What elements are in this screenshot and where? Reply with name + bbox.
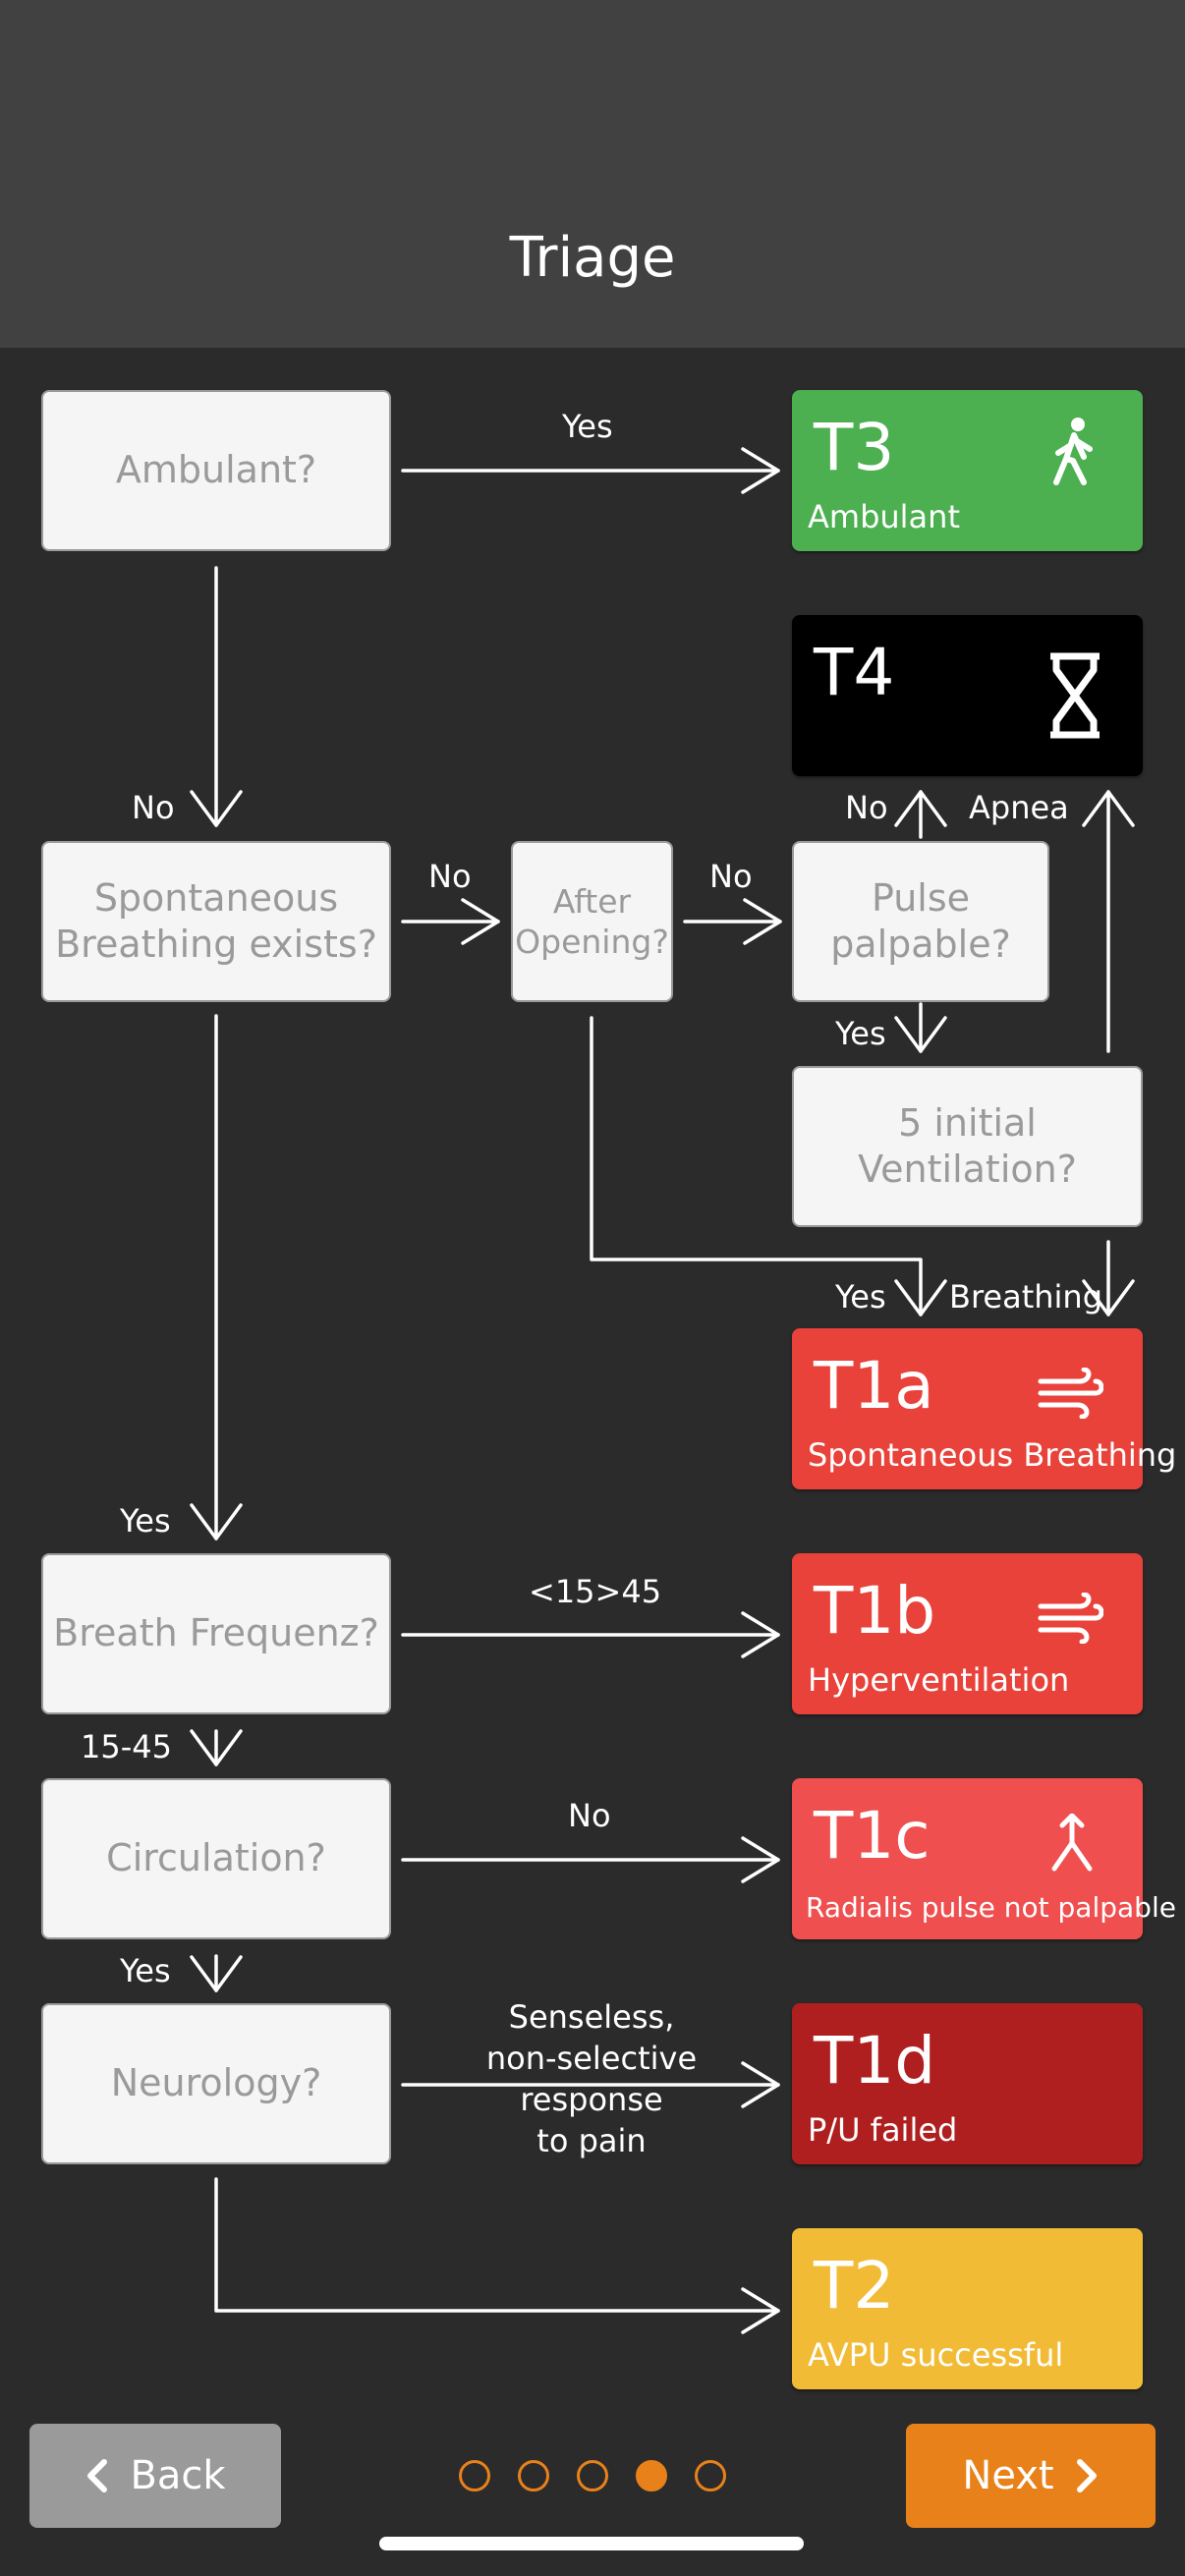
breath-frequency-question: Breath Frequenz? xyxy=(41,1553,391,1714)
page-dot[interactable] xyxy=(518,2460,549,2492)
edge-label-yes: Yes xyxy=(835,1015,886,1052)
result-code: T4 xyxy=(814,635,895,710)
edge-label-line: to pain xyxy=(536,2122,647,2159)
neurology-question: Neurology? xyxy=(41,2003,391,2164)
edge-label-line: non-selective xyxy=(485,2040,698,2077)
result-code: T1d xyxy=(814,2023,936,2099)
initial-ventilation-question: 5 initial Ventilation? xyxy=(792,1066,1143,1227)
result-description: P/U failed xyxy=(808,2111,958,2149)
merge-icon xyxy=(1051,1814,1093,1872)
edge-label-no: No xyxy=(568,1797,611,1834)
app-header: Triage xyxy=(0,0,1185,348)
home-indicator[interactable] xyxy=(379,2537,804,2550)
result-code: T3 xyxy=(814,410,895,485)
after-opening-question: After Opening? xyxy=(511,841,673,1002)
edge-label-breathing: Breathing xyxy=(949,1278,1103,1316)
pulse-palpable-question: Pulse palpable? xyxy=(792,841,1049,1002)
result-card-t1b: T1b Hyperventilation xyxy=(792,1553,1143,1714)
page-dot[interactable] xyxy=(459,2460,490,2492)
edge-label-yes: Yes xyxy=(562,408,613,445)
edge-label-yes: Yes xyxy=(120,1952,171,1989)
result-description: Hyperventilation xyxy=(808,1661,1070,1699)
result-card-t4: T4 xyxy=(792,615,1143,776)
edge-label-frequency-out: <15>45 xyxy=(529,1573,662,1610)
next-button[interactable]: Next xyxy=(906,2424,1156,2528)
result-card-t2: T2 AVPU successful xyxy=(792,2228,1143,2389)
wind-icon xyxy=(1038,1368,1103,1419)
back-button[interactable]: Back xyxy=(29,2424,281,2528)
circulation-question: Circulation? xyxy=(41,1778,391,1939)
result-code: T1b xyxy=(814,1573,936,1649)
edge-label-yes: Yes xyxy=(120,1502,171,1540)
ambulant-question: Ambulant? xyxy=(41,390,391,551)
edge-label-no: No xyxy=(428,858,472,895)
page-title: Triage xyxy=(509,226,676,290)
result-card-t3: T3 Ambulant xyxy=(792,390,1143,551)
page-dot[interactable] xyxy=(695,2460,726,2492)
result-code: T2 xyxy=(814,2248,895,2324)
page-dot-active[interactable] xyxy=(636,2460,667,2492)
result-card-t1a: T1a Spontaneous Breathing xyxy=(792,1328,1176,1489)
edge-label-line: Senseless, xyxy=(508,1998,675,2036)
result-code: T1a xyxy=(814,1348,934,1424)
page-dot[interactable] xyxy=(577,2460,608,2492)
result-description: Ambulant xyxy=(808,498,960,535)
result-description: Radialis pulse not palpable xyxy=(806,1891,1176,1924)
result-description: Spontaneous Breathing xyxy=(808,1436,1177,1474)
result-code: T1c xyxy=(814,1798,931,1874)
back-button-label: Back xyxy=(130,2453,226,2498)
edge-label-no: No xyxy=(132,789,175,826)
edge-label-yes: Yes xyxy=(835,1278,886,1316)
walking-icon xyxy=(1053,418,1093,485)
hourglass-icon xyxy=(1050,652,1100,739)
spontaneous-breathing-question: Spontaneous Breathing exists? xyxy=(41,841,391,1002)
next-button-label: Next xyxy=(962,2453,1054,2498)
edge-label-frequency-in: 15-45 xyxy=(81,1728,172,1765)
result-card-t1c: T1c Radialis pulse not palpable xyxy=(792,1778,1176,1939)
result-description: AVPU successful xyxy=(808,2336,1064,2374)
wind-icon xyxy=(1038,1593,1103,1644)
chevron-left-icon xyxy=(85,2458,108,2493)
edge-label-no: No xyxy=(845,789,888,826)
edge-label-line: response xyxy=(520,2081,663,2118)
edge-label-apnea: Apnea xyxy=(969,789,1069,826)
chevron-right-icon xyxy=(1076,2458,1100,2493)
edge-label-no: No xyxy=(709,858,753,895)
edge-label-neurology: Senseless, non-selective response to pai… xyxy=(452,1996,731,2161)
result-card-t1d: T1d P/U failed xyxy=(792,2003,1143,2164)
